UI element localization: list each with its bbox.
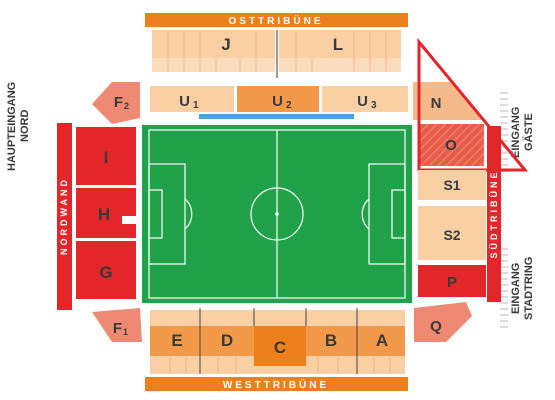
west-row-dividers bbox=[169, 356, 391, 374]
block-A[interactable]: A bbox=[376, 331, 388, 350]
block-H[interactable]: H bbox=[76, 188, 136, 238]
camera-platform-bar bbox=[199, 114, 354, 119]
block-U1[interactable]: U 1 bbox=[150, 86, 234, 112]
block-F2-sub: 2 bbox=[124, 101, 129, 111]
west-stand-label: WESTTRIBÜNE bbox=[223, 378, 329, 391]
block-O[interactable]: O bbox=[418, 124, 484, 166]
block-U3[interactable]: U 3 bbox=[322, 86, 408, 112]
east-stand-band bbox=[145, 13, 408, 27]
block-P-label: P bbox=[447, 274, 457, 291]
south-stand-band bbox=[487, 126, 501, 302]
block-B-label: B bbox=[325, 331, 337, 350]
block-I-label: I bbox=[104, 148, 109, 167]
block-H-label: H bbox=[98, 205, 110, 224]
block-S1-label: S1 bbox=[443, 177, 460, 193]
block-U1-sub: 1 bbox=[193, 100, 199, 111]
block-U3-sub: 3 bbox=[371, 100, 377, 111]
entrance-guests-marker bbox=[500, 92, 508, 172]
block-F1[interactable]: F 1 bbox=[92, 308, 142, 342]
block-E[interactable]: E bbox=[171, 331, 182, 350]
block-D[interactable]: D bbox=[221, 331, 233, 350]
north-stand-band bbox=[57, 123, 72, 310]
block-N[interactable]: N bbox=[413, 82, 482, 120]
block-U1-label: U bbox=[179, 93, 190, 110]
block-Q-label: Q bbox=[430, 318, 442, 335]
football-pitch bbox=[139, 122, 415, 306]
block-C[interactable]: C bbox=[254, 326, 306, 366]
east-stand-label: OSTTRIBÜNE bbox=[229, 14, 324, 27]
block-U2-label: U bbox=[272, 93, 283, 110]
block-S2-label: S2 bbox=[443, 227, 460, 243]
entrance-stadtring-marker bbox=[500, 248, 508, 328]
east-upper-row-dividers bbox=[167, 30, 387, 78]
north-stand-label: NORDWAND bbox=[59, 177, 69, 255]
block-P[interactable]: P bbox=[418, 265, 486, 297]
block-F1-label: F bbox=[113, 320, 122, 337]
block-J-label: J bbox=[221, 35, 230, 54]
block-U2-sub: 2 bbox=[286, 100, 292, 111]
block-G[interactable]: G bbox=[76, 241, 136, 299]
block-D-label: D bbox=[221, 331, 233, 350]
block-F1-sub: 1 bbox=[123, 327, 128, 337]
block-U2[interactable]: U 2 bbox=[237, 86, 319, 112]
block-F2[interactable]: F 2 bbox=[92, 82, 140, 124]
block-I[interactable]: I bbox=[76, 127, 136, 185]
block-C-label: C bbox=[274, 338, 286, 357]
block-U3-label: U bbox=[357, 93, 368, 110]
block-J[interactable]: J bbox=[152, 30, 275, 72]
block-L-label: L bbox=[333, 35, 343, 54]
block-S1[interactable]: S1 bbox=[418, 170, 486, 200]
block-F2-label: F bbox=[114, 94, 123, 111]
south-stand-label: SÜDTRIBÜNE bbox=[489, 169, 499, 258]
block-Q[interactable]: Q bbox=[414, 302, 472, 342]
west-stand-band bbox=[145, 377, 408, 391]
block-N-label: N bbox=[431, 95, 442, 112]
block-S2[interactable]: S2 bbox=[418, 206, 486, 260]
block-L[interactable]: L bbox=[279, 30, 401, 72]
block-E-label: E bbox=[171, 331, 182, 350]
block-A-label: A bbox=[376, 331, 388, 350]
block-O-label: O bbox=[445, 137, 457, 154]
west-block-dividers bbox=[199, 308, 358, 374]
block-G-label: G bbox=[99, 263, 112, 282]
block-B[interactable]: B bbox=[325, 331, 337, 350]
